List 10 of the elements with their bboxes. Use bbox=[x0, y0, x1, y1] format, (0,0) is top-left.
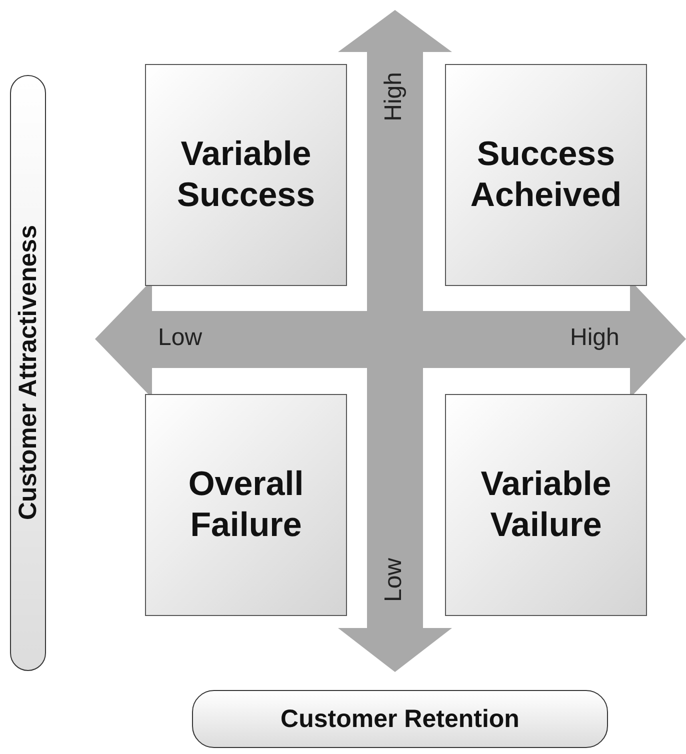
axis-label: Low bbox=[380, 558, 408, 602]
axis-title-box: Customer Attractiveness bbox=[10, 75, 46, 671]
quadrant-box: Overall Failure bbox=[145, 394, 347, 616]
axis-label: High bbox=[380, 72, 408, 122]
axis-label: High bbox=[570, 324, 620, 352]
quadrant-box: Success Acheived bbox=[445, 64, 647, 286]
quadrant-box: Variable Success bbox=[145, 64, 347, 286]
axis-label: Low bbox=[158, 324, 202, 352]
axis-title-box: Customer Retention bbox=[192, 690, 608, 748]
quadrant-box: Variable Vailure bbox=[445, 394, 647, 616]
